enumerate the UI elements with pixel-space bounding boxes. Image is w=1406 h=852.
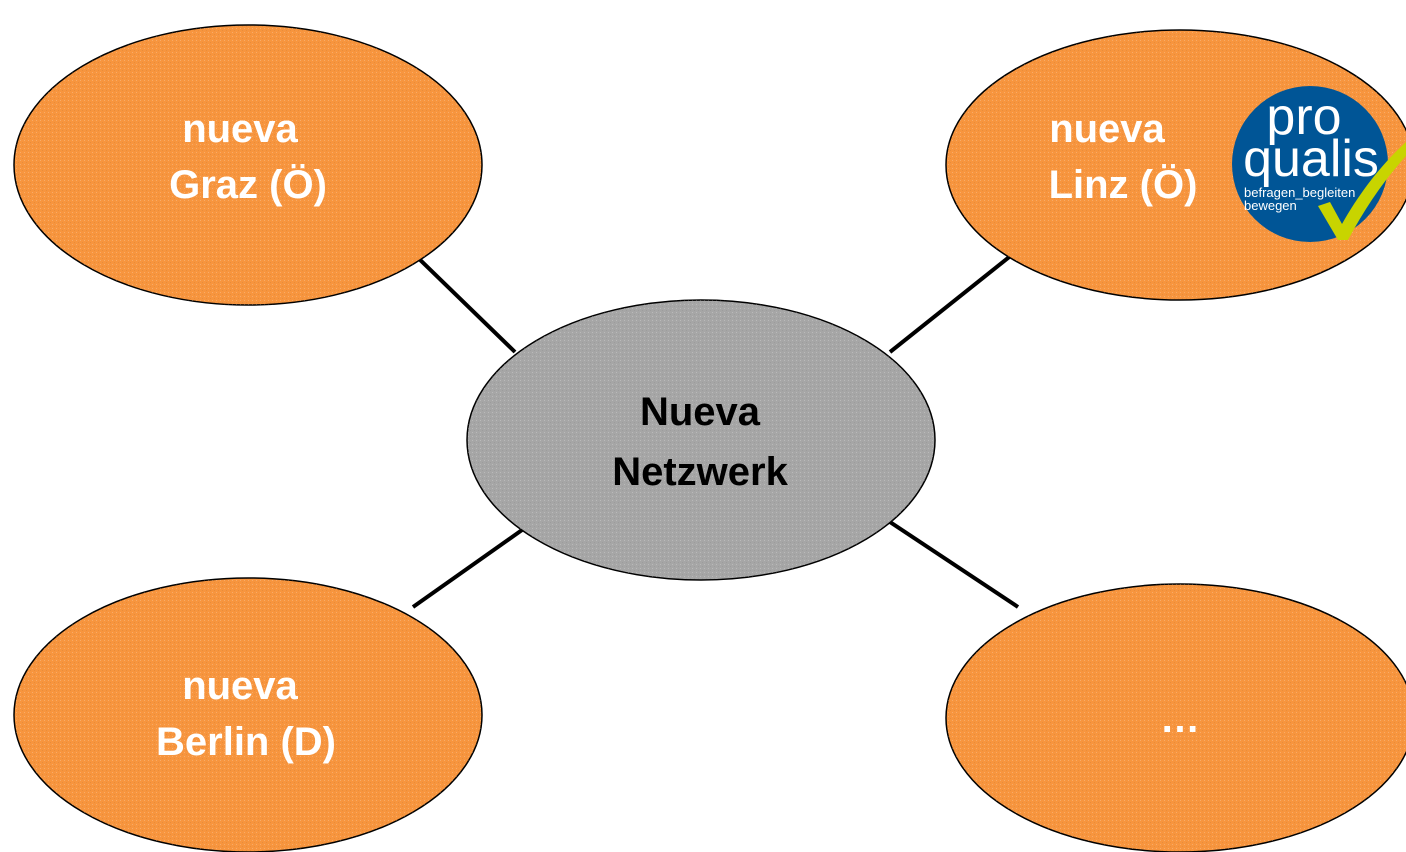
node-berlin-line2: Berlin (D) [156, 720, 336, 764]
logo-tagline1: befragen_begleiten [1244, 185, 1355, 200]
connector-graz [410, 250, 517, 354]
node-graz-line1: nueva [182, 107, 298, 151]
connector-linz [888, 248, 1020, 354]
node-more: … [945, 583, 1406, 852]
connector-more [888, 520, 1020, 609]
node-berlin-line1: nueva [182, 664, 298, 708]
node-linz-line2: Linz (Ö) [1049, 162, 1198, 207]
logo-line1: pro [1266, 88, 1341, 146]
node-more-label: … [1160, 697, 1200, 741]
logo-badge [1232, 86, 1388, 242]
node-graz-line2: Graz (Ö) [169, 162, 327, 207]
node-berlin: nueva Berlin (D) [13, 577, 483, 852]
center-node: Nueva Netzwerk [466, 299, 936, 581]
connectors [410, 248, 1020, 609]
connector-berlin [411, 528, 524, 609]
checkmark-icon [1318, 142, 1406, 240]
center-node-line2: Netzwerk [612, 450, 788, 494]
proqualis-logo: pro qualis befragen_begleiten bewegen [1232, 86, 1406, 242]
center-node-line1: Nueva [640, 390, 761, 434]
node-linz-line1: nueva [1049, 107, 1165, 151]
logo-line2: qualis [1243, 130, 1379, 188]
node-graz: nueva Graz (Ö) [13, 24, 483, 306]
logo-tagline2: bewegen [1244, 198, 1297, 213]
